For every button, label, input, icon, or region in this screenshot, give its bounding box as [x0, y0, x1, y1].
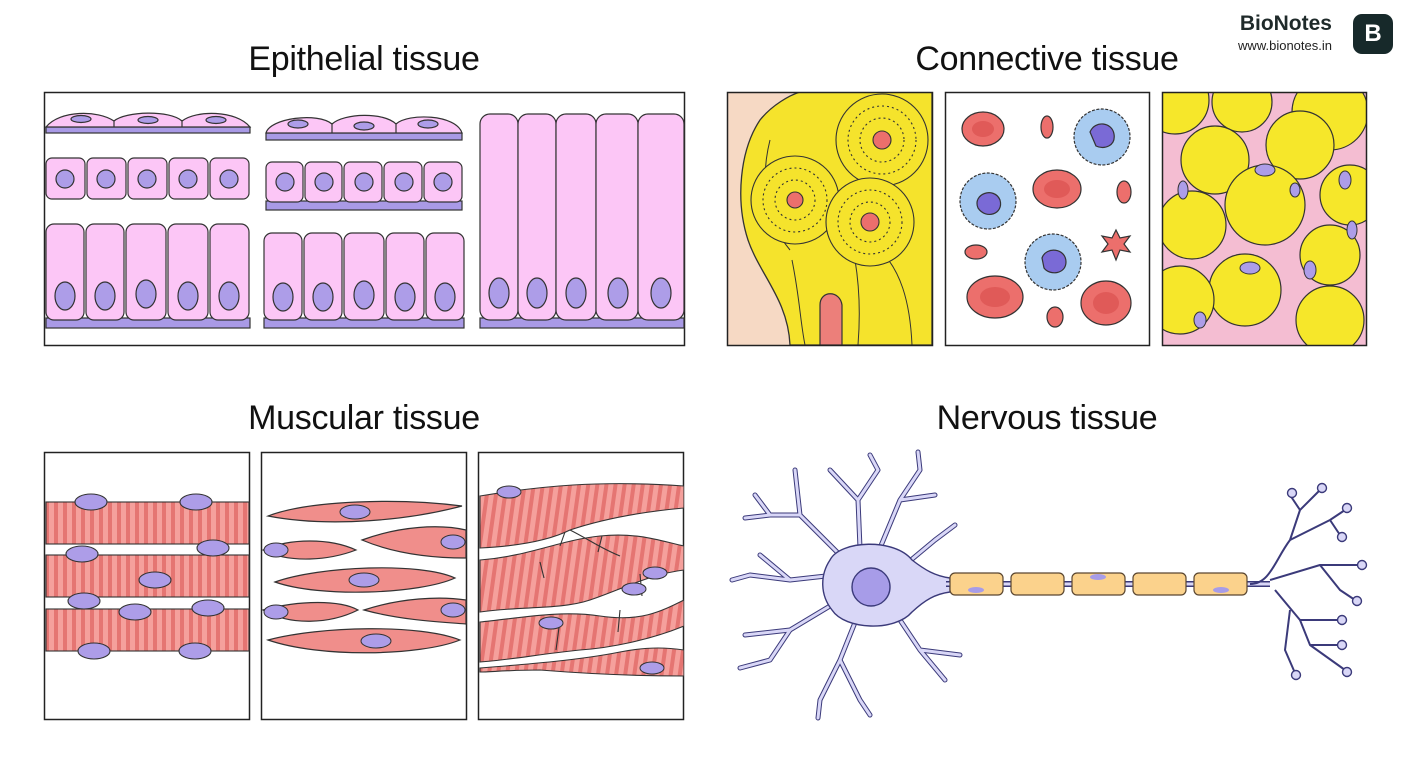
neuron: [729, 449, 1368, 721]
platelet: [1100, 228, 1132, 262]
blood-tissue: [944, 91, 1151, 347]
bone-tissue: [728, 92, 932, 345]
nucleus: [137, 115, 159, 125]
epithelial-tissue-title: Epithelial tissue: [248, 40, 480, 78]
brand-block[interactable]: BioNotes www.bionotes.in: [1238, 12, 1332, 56]
connective-tissue-title: Connective tissue: [915, 40, 1179, 78]
connective-panel: [726, 91, 1368, 347]
nucleus: [70, 114, 92, 124]
myelin-sheath: [949, 572, 1248, 596]
nervous-tissue-title: Nervous tissue: [936, 399, 1158, 437]
brand-name: BioNotes: [1239, 12, 1332, 35]
skeletal-muscle: [43, 451, 251, 721]
muscular-tissue-title: Muscular tissue: [248, 399, 480, 437]
adipose-tissue: [1162, 92, 1366, 345]
epithelial-panel: [43, 91, 686, 347]
axon-terminals: [1249, 489, 1360, 674]
brand-logo-icon: B: [1353, 14, 1393, 54]
muscular-panel: [43, 451, 685, 721]
nucleus: [205, 115, 227, 125]
smooth-muscle: [260, 451, 468, 721]
nucleus: [851, 567, 891, 607]
brand-url[interactable]: www.bionotes.in: [1238, 38, 1332, 53]
cardiac-muscle: [477, 451, 685, 721]
basement-membrane: [45, 126, 251, 134]
